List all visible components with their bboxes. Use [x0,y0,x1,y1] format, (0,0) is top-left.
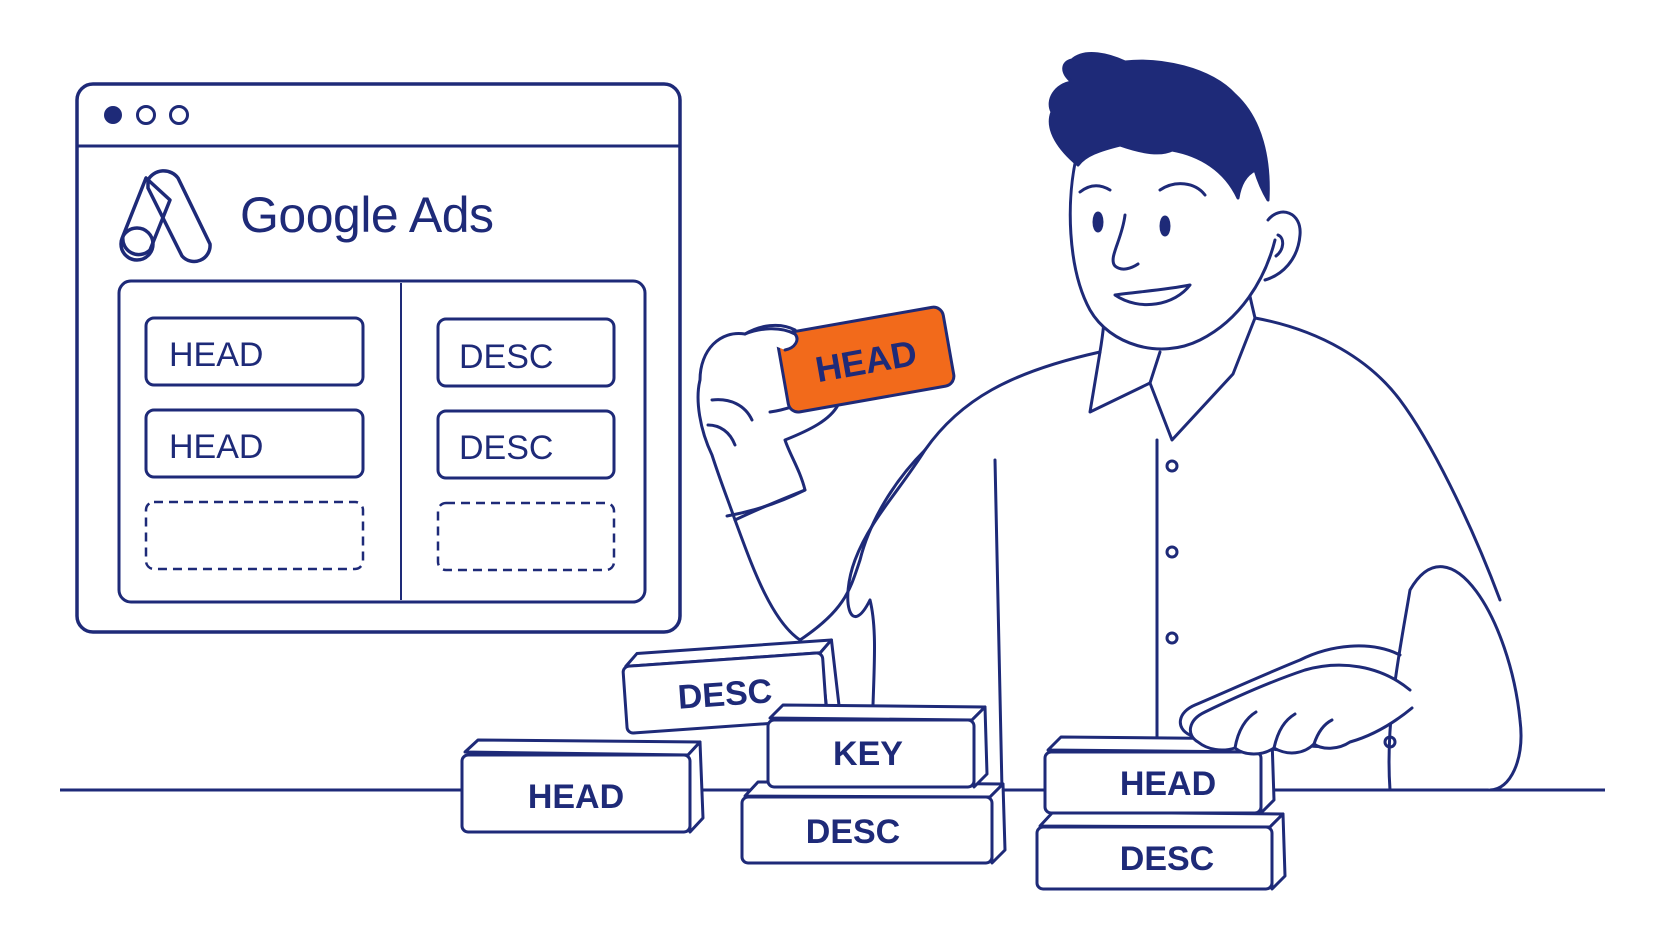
eye-icon [1092,211,1104,233]
headline-block[interactable]: HEAD [460,738,705,834]
right-hand-knuckles [1233,710,1334,750]
description-block[interactable]: DESC [1035,810,1287,891]
window-dot-outline-icon [169,105,189,125]
window-dot-outline-icon [136,105,156,125]
headline-slot[interactable]: HEAD [144,316,365,387]
held-headline-card[interactable]: HEAD [776,305,956,414]
hair [1048,52,1270,202]
left-arm [733,448,927,642]
thumb [743,327,799,352]
left-sleeve-fold [993,458,1004,792]
eyebrow [1078,184,1112,194]
block-label: KEY [833,735,903,773]
google-ads-logo-icon [119,169,212,264]
eye-icon [1159,215,1171,237]
collar [1088,316,1257,442]
empty-description-slot[interactable] [436,501,616,572]
block-label: DESC [806,813,900,851]
keyword-block[interactable]: KEY [766,703,989,789]
description-slot[interactable]: DESC [436,317,616,388]
block-label: HEAD [528,778,624,816]
brand-title: Google Ads [240,187,494,243]
ear-icon [1263,210,1302,282]
left-hand [696,323,840,522]
right-hand-overlay [1188,663,1414,756]
block-label: DESC [677,672,774,716]
headline-slot-label: HEAD [169,336,263,374]
nose [1111,213,1140,271]
smile [1113,283,1192,307]
browser-frame [75,82,682,634]
collar-inner [1148,350,1162,385]
browser-window: Google Ads HEAD HEAD DESC DESC [75,82,682,634]
headline-slot-label: HEAD [169,428,263,466]
shirt-button-icon [1383,735,1397,749]
description-block[interactable]: DESC [740,780,1007,865]
description-slot-label: DESC [459,338,553,376]
block-label: HEAD [1120,765,1216,803]
window-dot-filled-icon [104,106,122,124]
ear-inner [1274,233,1285,258]
shirt-button-icon [1165,459,1179,473]
description-slot-label: DESC [459,429,553,467]
shirt-button-icon [1165,631,1179,645]
ad-builder-panel [117,279,647,604]
eyebrow [1158,182,1207,197]
block-label: DESC [1120,840,1214,878]
shirt-button-icon [1165,545,1179,559]
headline-slot[interactable]: HEAD [144,408,365,479]
empty-headline-slot[interactable] [144,500,365,571]
description-slot[interactable]: DESC [436,409,616,480]
